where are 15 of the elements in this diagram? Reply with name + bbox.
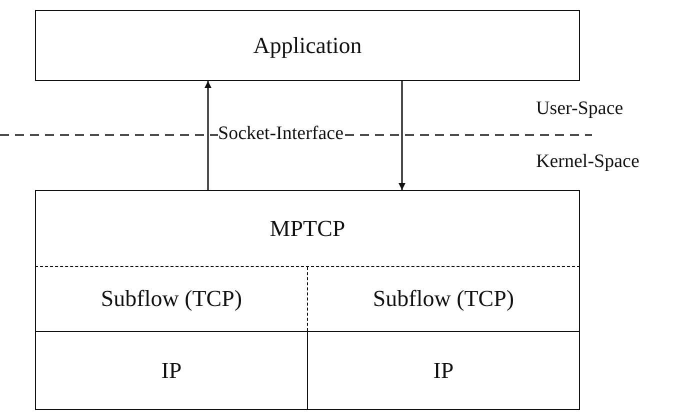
stack-layer-box	[35, 267, 308, 331]
space-label: User-Space	[536, 98, 624, 120]
application-box	[35, 10, 580, 81]
node-label: Subflow (TCP)	[100, 286, 242, 312]
space-label: Kernel-Space	[536, 151, 640, 173]
stack-layer-box	[35, 331, 308, 410]
node-label: IP	[161, 358, 182, 384]
stack-layer-box	[35, 190, 580, 267]
node-label: MPTCP	[270, 216, 346, 242]
node-label: Application	[253, 32, 362, 58]
arrow	[398, 81, 406, 190]
stack-layer-box	[307, 331, 580, 410]
arrow	[204, 81, 212, 190]
node-label: IP	[433, 358, 454, 384]
node-label: Subflow (TCP)	[372, 286, 514, 312]
